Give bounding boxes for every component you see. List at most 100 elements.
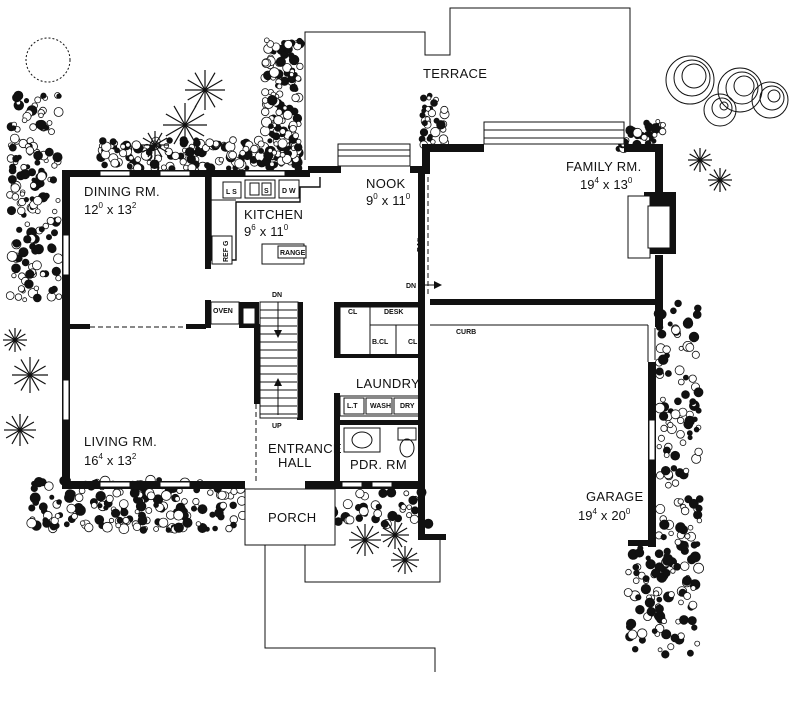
shrub-blob	[676, 429, 685, 439]
shrub-blob	[260, 125, 271, 137]
shrub-blob	[658, 411, 669, 421]
palm-frond	[394, 527, 408, 536]
shrub-blob	[225, 524, 233, 533]
shrub-blob	[79, 520, 86, 526]
shrub-blob	[42, 222, 49, 230]
range-label: RANGE	[280, 250, 306, 257]
shrub-blob	[38, 112, 44, 119]
shrub-blob	[419, 128, 429, 137]
shrub-blob	[135, 497, 144, 506]
garage-dim-l-sup: 0	[626, 507, 631, 516]
palm-frond	[165, 124, 186, 137]
rail-label: RAIL	[417, 235, 424, 252]
palm-frond	[350, 531, 366, 541]
shrub-blob	[116, 517, 124, 524]
palm-frond	[14, 365, 31, 376]
palm-frond	[699, 159, 707, 171]
curb-label: CURB	[456, 329, 476, 336]
nook-dim-w-sup: 0	[373, 192, 378, 201]
shrub-blob	[268, 123, 274, 129]
shrub-blob	[670, 465, 678, 472]
shrub-blob	[56, 93, 62, 99]
nook-dim-x: x	[382, 193, 389, 208]
shrub-blob	[56, 499, 62, 505]
palm-frond	[19, 415, 29, 431]
shrub-blob	[275, 56, 286, 67]
shrub-blob	[258, 147, 265, 154]
shrub-blob	[688, 498, 699, 509]
tree-outline	[25, 37, 71, 83]
shrub-blob	[659, 122, 666, 129]
kitchen-counters	[210, 177, 321, 265]
shrub-blob	[51, 229, 59, 237]
shrub-blob	[165, 527, 172, 533]
shrub-blob	[33, 244, 44, 255]
family-down-label: DN	[406, 283, 416, 290]
shrub-blob	[277, 138, 288, 149]
palm-frond	[184, 105, 197, 126]
shrub-blob	[690, 585, 697, 591]
shrub-blob	[647, 131, 653, 137]
shrub-blob	[163, 142, 170, 149]
shrub-blob	[438, 134, 449, 144]
shrub-blob	[677, 498, 684, 505]
stair-up-label: UP	[272, 423, 282, 430]
shrub-blob	[419, 112, 426, 119]
shrub-blob	[23, 197, 29, 203]
palm-frond	[394, 522, 403, 536]
shrub-blob	[39, 271, 47, 278]
laundry-tub-label: L.T	[347, 403, 358, 410]
shrub-blob	[120, 143, 126, 150]
shrub-blob	[662, 345, 671, 354]
shrub-blob	[21, 117, 28, 124]
shrub-blob	[658, 127, 667, 136]
fixture-labels: L S S D W REF G RANGE OVEN DN UP RAIL DN…	[213, 188, 476, 430]
shrub-blob	[14, 293, 23, 301]
shrub-blob	[294, 143, 303, 152]
shrub-blob	[18, 247, 29, 258]
shrub-blob	[26, 517, 37, 529]
shrub-blob	[380, 519, 389, 528]
shrub-blob	[657, 329, 667, 339]
palm-frond	[184, 124, 197, 145]
palm-frond	[719, 179, 727, 191]
shrub-blob	[292, 132, 300, 140]
shrub-blob	[394, 514, 403, 523]
shrub-blob	[637, 628, 648, 639]
palm-frond	[364, 525, 374, 541]
shrub-blob	[90, 502, 98, 509]
shrub-blob	[240, 139, 246, 146]
shrub-blob	[218, 157, 224, 163]
palm-frond	[382, 534, 396, 543]
shrub-blob	[153, 526, 160, 532]
shrub-blob	[53, 107, 64, 117]
shrub-blob	[673, 562, 681, 571]
palm-frond	[173, 105, 186, 126]
shrub-blob	[161, 490, 172, 501]
palm-frond	[142, 144, 156, 153]
shrub-blob	[30, 484, 38, 492]
shrub-blob	[51, 266, 61, 276]
shrub-blob	[84, 522, 94, 533]
shrub-blob	[278, 101, 285, 107]
family-room-dim-x: x	[603, 177, 610, 192]
shrub-blob	[197, 504, 208, 515]
palm-frond	[11, 429, 21, 445]
palm-frond	[184, 124, 205, 137]
shrub-blob	[386, 487, 397, 498]
living-room-label: LIVING RM.	[84, 434, 157, 449]
palm-frond	[689, 159, 701, 167]
palm-frond	[8, 339, 16, 351]
shrub-blob	[333, 517, 343, 526]
dryer-label: DRY	[400, 403, 415, 410]
palm-frond	[14, 339, 26, 347]
palm-frond	[356, 525, 366, 541]
porch-slab	[244, 488, 336, 546]
palm-frond	[19, 429, 35, 439]
shrub-blob	[250, 144, 259, 154]
shrub-blob	[373, 509, 383, 518]
palm-frond	[154, 144, 163, 158]
shrub-blob	[279, 151, 286, 158]
